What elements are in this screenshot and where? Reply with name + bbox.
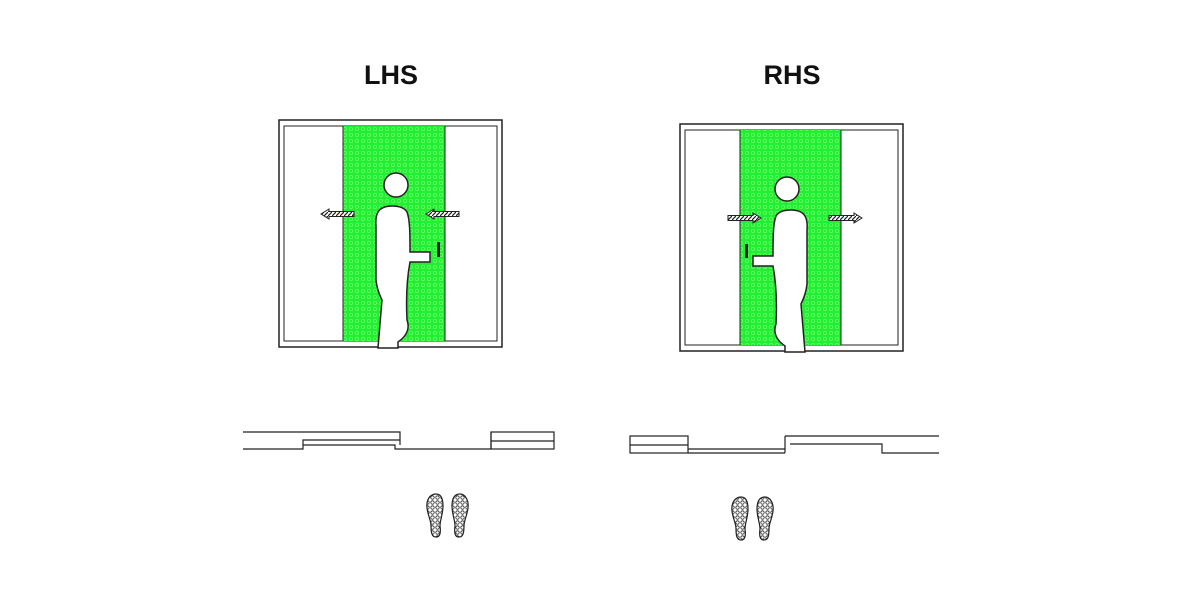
footprints-icon <box>426 493 469 538</box>
diagram-label-rhs: RHS <box>763 60 820 90</box>
handle-icon <box>437 242 440 257</box>
diagram-label-lhs: LHS <box>364 60 418 90</box>
person-icon <box>752 176 808 353</box>
door-plan-view <box>629 435 939 454</box>
arrow-left-icon <box>320 208 460 220</box>
handle-icon <box>745 244 748 258</box>
person-icon <box>375 172 431 349</box>
diagram-rhs: RHS <box>629 60 939 541</box>
arrow-right-icon <box>727 212 863 224</box>
diagram-lhs: LHS <box>243 60 555 538</box>
door-plan-view <box>243 431 555 450</box>
footprints-icon <box>731 496 774 541</box>
